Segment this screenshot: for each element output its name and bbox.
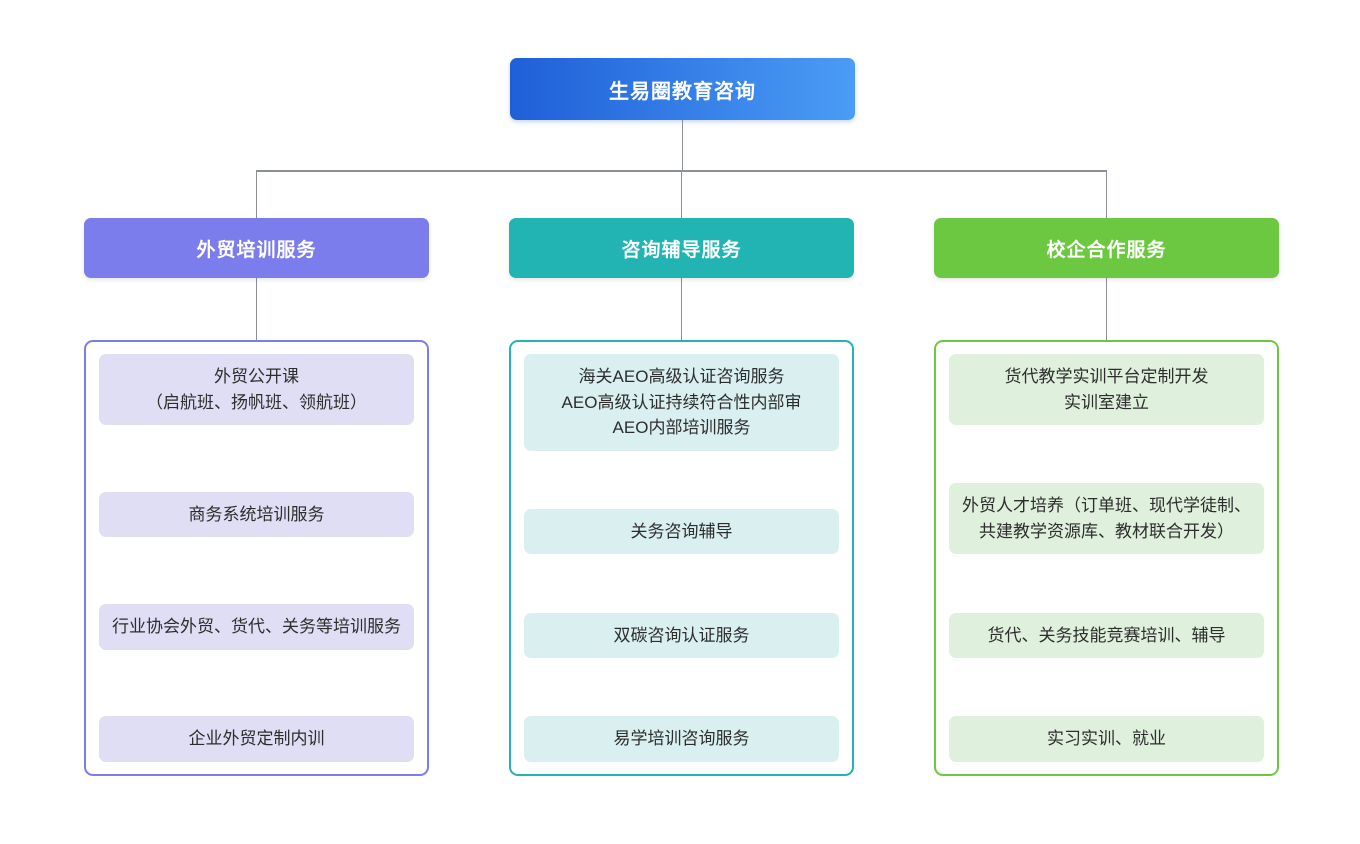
branch-header-label-3: 校企合作服务 [1046, 239, 1167, 261]
branch-header-label-2: 咨询辅导服务 [621, 239, 742, 261]
branch-item[interactable]: 行业协会外贸、货代、关务等培训服务 [99, 604, 414, 650]
connector-header-panel-2 [680, 278, 683, 340]
branch-item[interactable]: 外贸公开课 （启航班、扬帆班、领航班） [99, 354, 414, 425]
connector-root-vertical [681, 120, 684, 170]
branch-item[interactable]: 实习实训、就业 [949, 716, 1264, 762]
connector-drop-branch-1 [255, 170, 258, 218]
branch-header-2[interactable]: 咨询辅导服务 [509, 218, 854, 278]
branch-header-label-1: 外贸培训服务 [196, 239, 317, 261]
branch-header-3[interactable]: 校企合作服务 [934, 218, 1279, 278]
connector-header-panel-1 [255, 278, 258, 340]
connector-header-panel-3 [1105, 278, 1108, 340]
branch-panel-3: 货代教学实训平台定制开发 实训室建立 外贸人才培养（订单班、现代学徒制、共建教学… [934, 340, 1279, 776]
root-node-label: 生易圈教育咨询 [609, 80, 756, 103]
branch-item[interactable]: 海关AEO高级认证咨询服务 AEO高级认证持续符合性内部审 AEO内部培训服务 [524, 354, 839, 451]
branch-item[interactable]: 货代教学实训平台定制开发 实训室建立 [949, 354, 1264, 425]
branch-header-1[interactable]: 外贸培训服务 [84, 218, 429, 278]
branch-item[interactable]: 货代、关务技能竞赛培训、辅导 [949, 612, 1264, 659]
branch-item[interactable]: 企业外贸定制内训 [99, 716, 414, 762]
branch-panel-2: 海关AEO高级认证咨询服务 AEO高级认证持续符合性内部审 AEO内部培训服务 … [509, 340, 854, 776]
branch-item[interactable]: 外贸人才培养（订单班、现代学徒制、共建教学资源库、教材联合开发） [949, 483, 1264, 555]
branch-item[interactable]: 关务咨询辅导 [524, 508, 839, 555]
branch-item[interactable]: 易学培训咨询服务 [524, 716, 839, 762]
connector-drop-branch-3 [1105, 170, 1108, 218]
connector-drop-branch-2 [680, 170, 683, 218]
branch-item[interactable]: 商务系统培训服务 [99, 491, 414, 538]
root-node[interactable]: 生易圈教育咨询 [510, 58, 855, 120]
branch-panel-1: 外贸公开课 （启航班、扬帆班、领航班） 商务系统培训服务 行业协会外贸、货代、关… [84, 340, 429, 776]
branch-item[interactable]: 双碳咨询认证服务 [524, 612, 839, 659]
